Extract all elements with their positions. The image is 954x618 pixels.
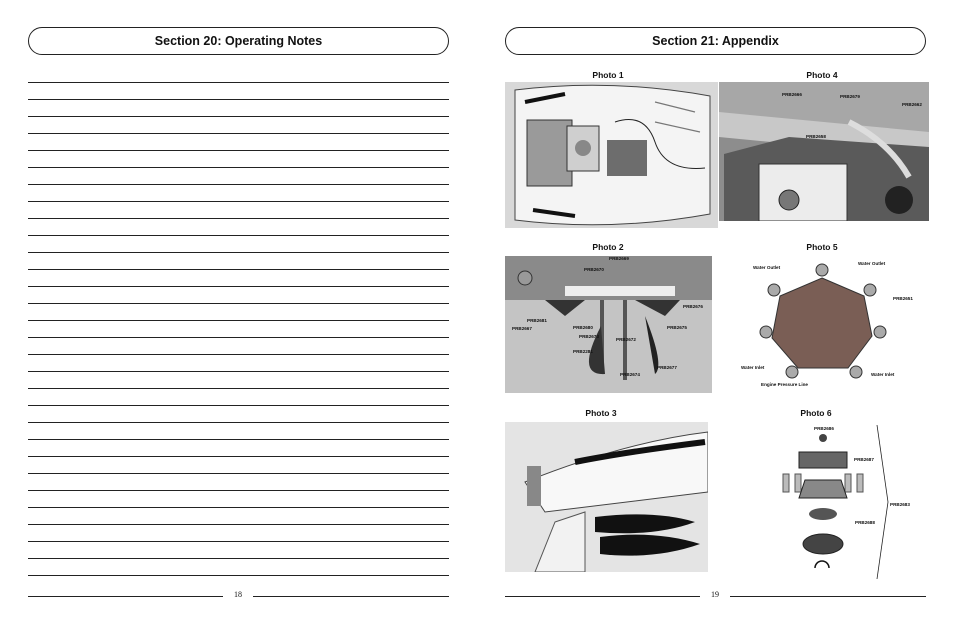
photo-2-label-prb2677: PRB2677 xyxy=(657,365,677,370)
note-line xyxy=(28,167,449,168)
section-21-title: Section 21: Appendix xyxy=(652,34,779,48)
photo-1-title: Photo 1 xyxy=(592,70,624,80)
photo-5-label-engine-pressure-line: Engine Pressure Line xyxy=(761,382,808,387)
photo-6-label-prb2686: PRB2686 xyxy=(814,426,834,431)
photo-2-label-prb2667: PRB2667 xyxy=(512,326,532,331)
photo-2-label-prb2676: PRB2676 xyxy=(683,304,703,309)
note-line xyxy=(28,473,449,474)
note-line xyxy=(28,150,449,151)
note-line xyxy=(28,405,449,406)
note-line xyxy=(28,320,449,321)
note-line xyxy=(28,116,449,117)
note-line xyxy=(28,286,449,287)
note-line xyxy=(28,218,449,219)
photo-6-image xyxy=(769,422,877,579)
photo-1-image xyxy=(505,82,718,228)
section-21-header: Section 21: Appendix xyxy=(505,27,926,55)
note-line xyxy=(28,371,449,372)
photo-5-image xyxy=(752,260,892,385)
note-line xyxy=(28,354,449,355)
note-line xyxy=(28,201,449,202)
photo-3-image xyxy=(505,422,708,572)
photo-4-label-prb2679: PRB2679 xyxy=(840,94,860,99)
photo-2-label-prb2672: PRB2672 xyxy=(616,337,636,342)
note-line xyxy=(28,490,449,491)
note-line xyxy=(28,558,449,559)
note-line xyxy=(28,456,449,457)
photo-4-label-prb2666: PRB2666 xyxy=(782,92,802,97)
note-line xyxy=(28,337,449,338)
note-line xyxy=(28,133,449,134)
note-line xyxy=(28,439,449,440)
note-line xyxy=(28,422,449,423)
photo-5-title: Photo 5 xyxy=(806,242,838,252)
photo-5-label-water-inlet-left: Water Inlet xyxy=(741,365,765,370)
photo-6-label-prb2688: PRB2688 xyxy=(855,520,875,525)
note-line xyxy=(28,235,449,236)
note-line xyxy=(28,184,449,185)
photo-6-title: Photo 6 xyxy=(800,408,832,418)
photo-2-image xyxy=(505,256,712,393)
note-line xyxy=(28,82,449,83)
note-line xyxy=(28,388,449,389)
photo-5-label-water-outlet-right: Water Outlet xyxy=(858,261,886,266)
note-line xyxy=(28,575,449,576)
photo-6-label-prb2687: PRB2687 xyxy=(854,457,874,462)
photo-2-title: Photo 2 xyxy=(592,242,624,252)
photo-4-image xyxy=(719,82,929,221)
photo-2-label-prb2670: PRB2670 xyxy=(584,267,604,272)
note-line xyxy=(28,541,449,542)
note-line xyxy=(28,303,449,304)
photo-4-title: Photo 4 xyxy=(806,70,838,80)
photo-2-label-prb2681: PRB2681 xyxy=(527,318,547,323)
section-20-title: Section 20: Operating Notes xyxy=(154,34,323,48)
photo-2-label-prb2673: PRB2673 xyxy=(579,334,599,339)
photo-5-label-water-inlet-right: Water Inlet xyxy=(871,372,895,377)
photo-6-bracket xyxy=(876,424,889,580)
note-line xyxy=(28,269,449,270)
note-line xyxy=(28,507,449,508)
note-line xyxy=(28,524,449,525)
photo-5-label-water-outlet-left: Water Outlet xyxy=(753,265,781,270)
section-20-header: Section 20: Operating Notes xyxy=(28,27,449,55)
photo-6-label-prb2683: PRB2683 xyxy=(890,502,910,507)
photo-2-label-prb2675: PRB2675 xyxy=(667,325,687,330)
photo-2-label-prb2281: PRB2281 xyxy=(573,349,593,354)
photo-2-label-prb2674: PRB2674 xyxy=(620,372,640,377)
photo-2-label-prb2680: PRB2680 xyxy=(573,325,593,330)
photo-4-label-prb2662: PRB2662 xyxy=(902,102,922,107)
photo-5-label-prb2651: PRB2651 xyxy=(893,296,913,301)
photo-2-label-prb2669: PRB2669 xyxy=(609,256,629,261)
note-line xyxy=(28,252,449,253)
photo-4-label-prb2658: PRB2658 xyxy=(806,134,826,139)
page-number-left: 18 xyxy=(223,590,253,599)
page-number-right: 19 xyxy=(700,590,730,599)
note-line xyxy=(28,99,449,100)
photo-3-title: Photo 3 xyxy=(585,408,617,418)
